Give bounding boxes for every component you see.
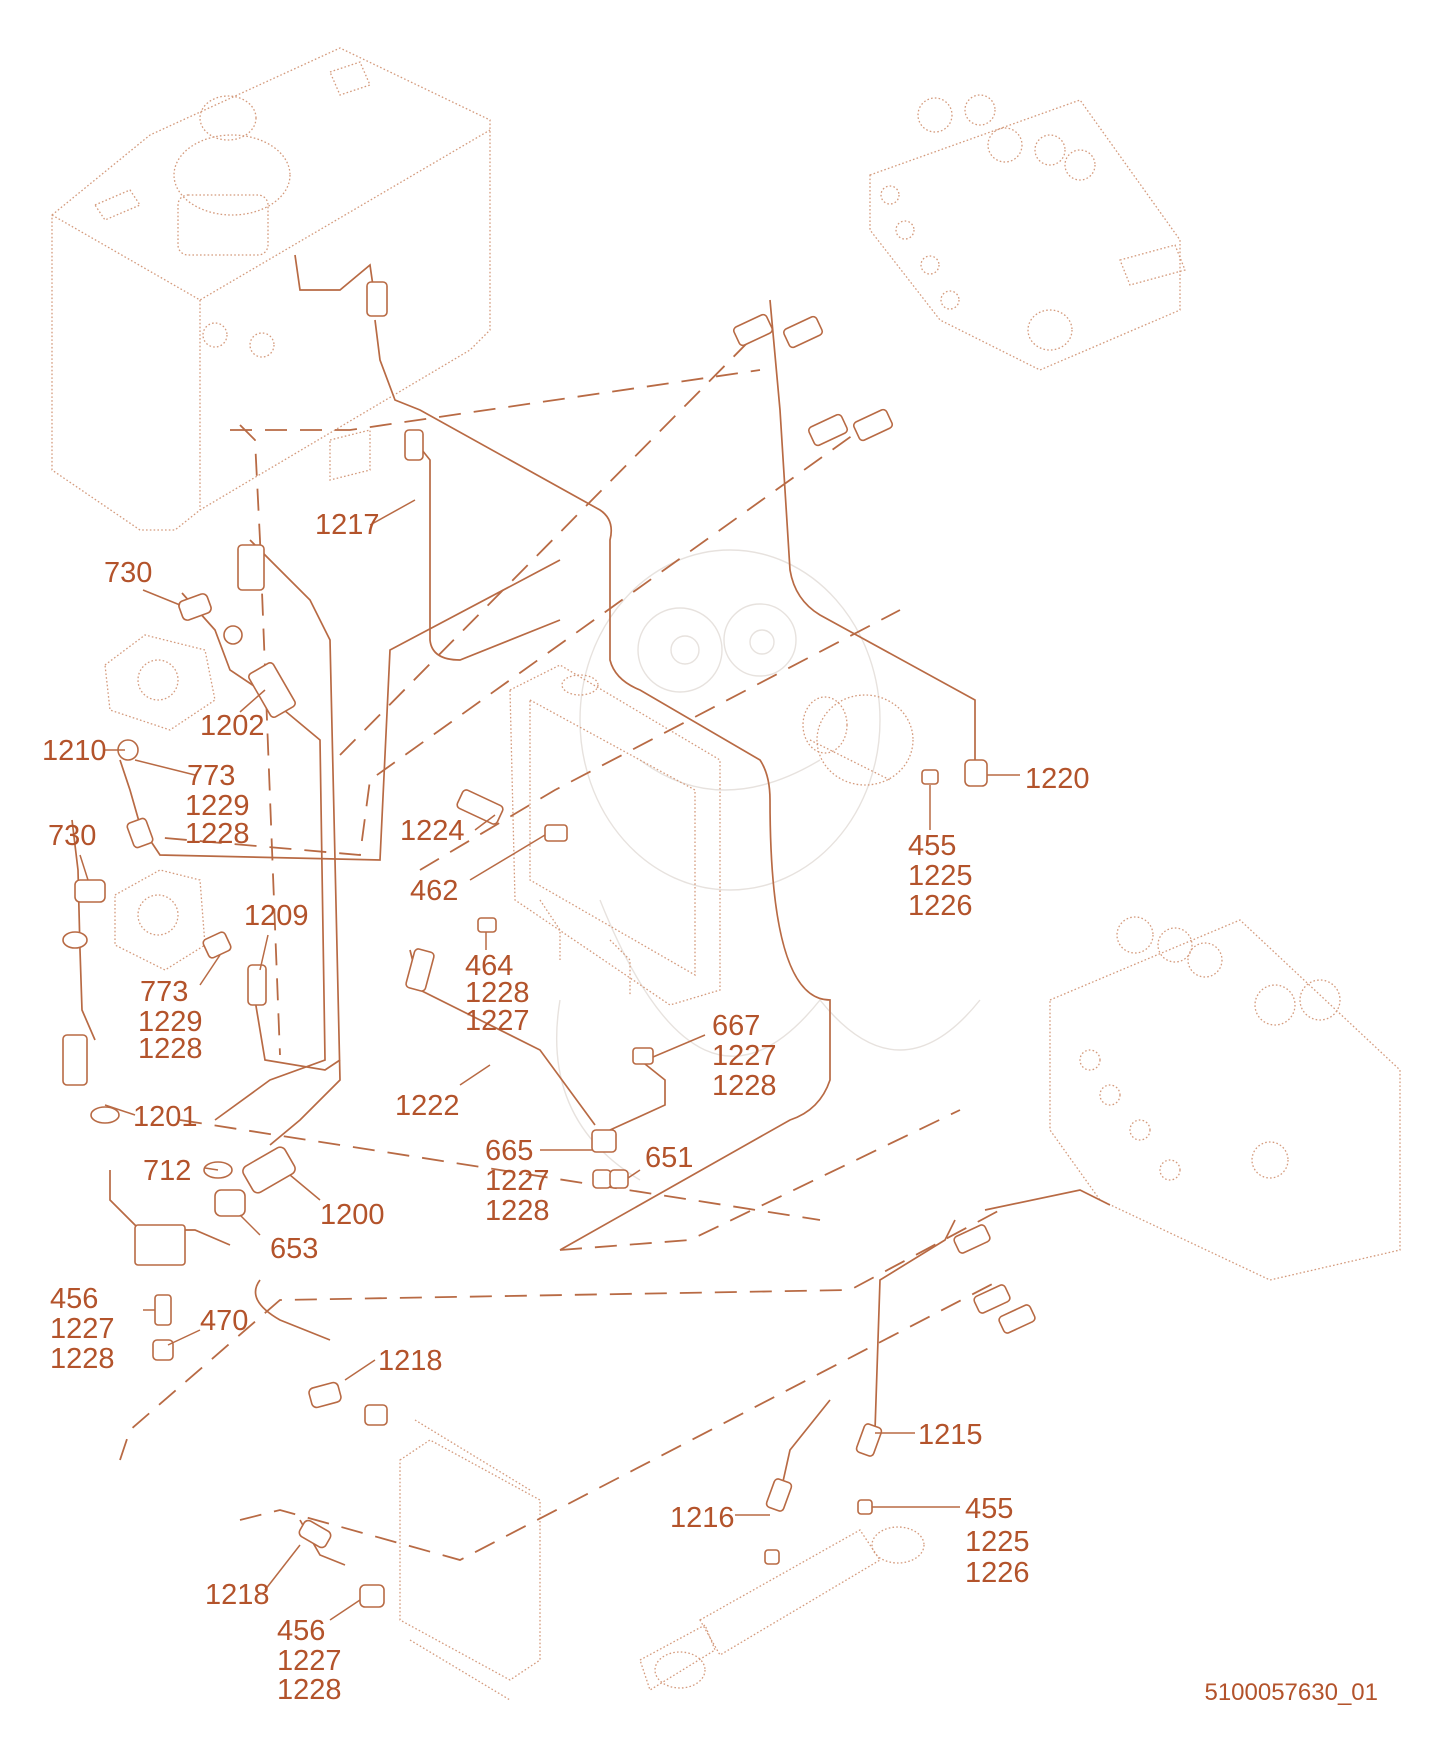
callout-1224: 1224 [400, 815, 465, 847]
callout-1200: 1200 [320, 1199, 385, 1231]
hydraulic-tank [51, 47, 491, 531]
elbow-730-lower [74, 879, 106, 903]
callout-455-upper: 455 1225 1226 [908, 830, 981, 922]
callout-464: 464 1228 1227 [465, 950, 538, 1037]
callout-773-lower: 773 1229 1228 [138, 976, 211, 1065]
hose-sleeve-lower [62, 1034, 88, 1086]
fitting-455-upper [921, 769, 939, 785]
hose-sleeve-1202 [248, 662, 296, 718]
fitting-1216 [765, 1478, 793, 1512]
callout-1210: 1210 [42, 735, 107, 767]
hydraulic-cylinder [639, 1526, 925, 1691]
fitting-1228-upper [126, 817, 154, 849]
fitting-462 [544, 824, 568, 842]
oil-cooler [509, 664, 721, 1006]
callout-665: 665 1227 1228 [485, 1135, 558, 1227]
callout-456-lower: 456 1227 1228 [277, 1615, 350, 1706]
callout-456-upper: 456 1227 1228 [50, 1283, 123, 1375]
callout-730-lower: 730 [48, 820, 96, 852]
callout-470: 470 [200, 1305, 248, 1337]
leader-lines [79, 499, 1020, 1621]
clamp-upper [223, 625, 243, 645]
hydraulic-motor [802, 694, 914, 786]
callout-730-upper: 730 [104, 557, 152, 589]
nut-651 [609, 1169, 629, 1189]
control-valve-top [869, 94, 1186, 371]
hose-sleeve-1224 [456, 789, 504, 825]
hose-sleeve-1200 [242, 1146, 296, 1194]
elbow-1218-upper [308, 1381, 342, 1409]
callout-1218-upper: 1218 [378, 1345, 443, 1377]
fitting-valve-b1 [953, 1224, 991, 1254]
adapter-block [134, 1224, 186, 1266]
fitting-456-upper [154, 1294, 172, 1326]
callout-773-upper: 773 1229 1228 [185, 760, 258, 850]
elbow-653 [214, 1189, 246, 1217]
callout-462: 462 [410, 875, 458, 907]
callout-1215: 1215 [918, 1419, 983, 1451]
watermark [556, 549, 981, 1181]
fitting-valve-3 [807, 413, 849, 447]
fitting-valve-b2 [973, 1284, 1011, 1314]
callout-1218-lower: 1218 [205, 1579, 270, 1611]
hose-1222-end [405, 948, 435, 992]
elbow-1220 [964, 759, 988, 787]
fitting-tank-outlet [366, 281, 388, 317]
fitting-456-lower [359, 1584, 385, 1608]
nut-665 [592, 1169, 612, 1189]
callout-1222: 1222 [395, 1090, 460, 1122]
callout-1202: 1202 [200, 710, 265, 742]
fitting-464 [477, 917, 497, 933]
callout-667: 667 1227 1228 [712, 1010, 785, 1102]
callout-1201: 1201 [133, 1101, 198, 1133]
fitting-1218-adapter [364, 1404, 388, 1426]
callout-1209: 1209 [244, 900, 309, 932]
fitting-filter [237, 544, 265, 591]
fittings [62, 281, 1036, 1608]
pump-upper [104, 634, 216, 731]
fitting-455-lower [857, 1499, 873, 1515]
callout-712: 712 [143, 1155, 191, 1187]
callout-1220: 1220 [1025, 763, 1090, 795]
fitting-valve-2 [782, 315, 824, 349]
elbow-730-upper [178, 593, 212, 621]
fitting-1218-lower [298, 1519, 332, 1549]
plug-470 [152, 1339, 174, 1361]
bottom-cooler [399, 1419, 541, 1701]
pump-lower [114, 869, 206, 971]
clamp-1201 [90, 1106, 120, 1124]
callout-653: 653 [270, 1233, 318, 1265]
fitting-1209 [247, 964, 267, 1006]
drawing-number: 5100057630_01 [1204, 1679, 1378, 1706]
hoses-solid [71, 254, 1111, 1566]
callout-labels: 1217 730 1202 1210 773 1229 1228 730 120… [42, 509, 1378, 1706]
hoses-dashed [119, 329, 1001, 1561]
fitting-1217 [404, 429, 424, 461]
fitting-valve-1 [732, 313, 774, 347]
fitting-667 [632, 1047, 654, 1065]
control-valve-bottom [1049, 916, 1401, 1281]
fitting-valve-4 [852, 408, 894, 442]
callout-455-lower: 455 1225 1226 [965, 1493, 1038, 1589]
clamp-lower [62, 931, 88, 949]
callout-1216: 1216 [670, 1502, 735, 1534]
fitting-665 [591, 1129, 617, 1153]
fitting-cylinder-port [764, 1549, 780, 1565]
fitting-valve-b3 [998, 1304, 1036, 1334]
callout-1217: 1217 [315, 509, 380, 541]
callout-651: 651 [645, 1142, 693, 1174]
fitting-1215 [855, 1423, 883, 1457]
fitting-773-lower [202, 931, 232, 959]
